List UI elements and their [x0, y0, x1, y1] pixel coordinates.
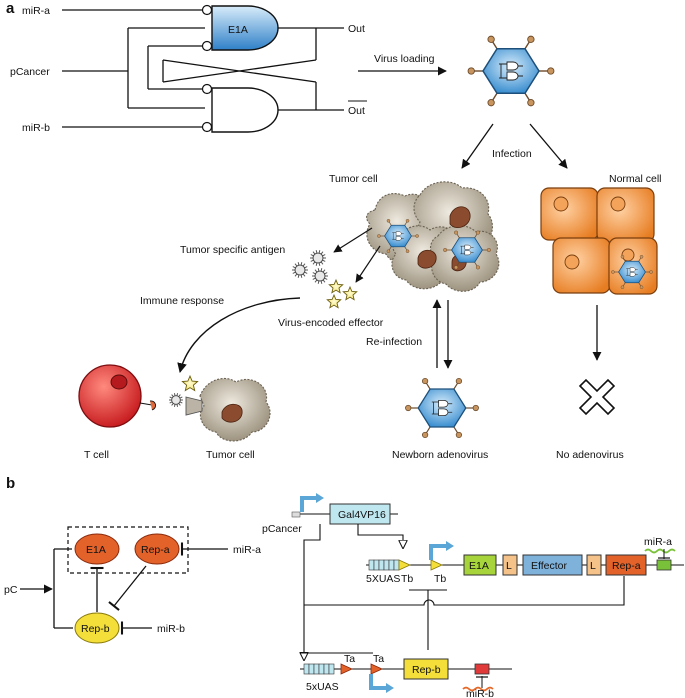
uas-repeat: [378, 559, 385, 571]
bottom-mir-b: miR-b: [466, 688, 494, 698]
uas-repeat: [373, 559, 380, 571]
t-cell-label: T cell: [84, 449, 109, 461]
effector-stars: [326, 278, 358, 309]
t-cell: [78, 364, 157, 428]
newborn-label: Newborn adenovirus: [392, 449, 488, 461]
uas-repeat: [328, 663, 335, 675]
normal-nuclei: [553, 196, 635, 270]
normal-cell-label: Normal cell: [609, 173, 662, 185]
inverter-bubbles: [201, 4, 213, 133]
effector-label: Effector: [531, 560, 567, 572]
construct-connectors: [300, 524, 625, 660]
t-cell-antigen: [169, 393, 183, 407]
gal4-label: Gal4VP16: [338, 509, 386, 521]
regulatory-circuit: E1A Rep-a Rep-b miR-a miR-b pC: [4, 526, 261, 644]
output-out: Out: [348, 23, 365, 35]
virus-in-tumor-1: [377, 219, 419, 253]
uas-repeat: [308, 663, 315, 675]
and-gate-bottom: [211, 87, 279, 133]
top-rep-a: Rep-a: [612, 560, 641, 572]
uas-repeat: [318, 663, 325, 675]
ta-1: Ta: [344, 653, 355, 665]
tumor-cell-bottom: [185, 378, 271, 442]
antigen-particle: [310, 250, 326, 266]
uas-repeat: [368, 559, 375, 571]
infection-label: Infection: [492, 148, 532, 160]
panel-b-letter: b: [6, 475, 15, 492]
tumor-cell-label: Tumor cell: [329, 173, 378, 185]
tumor-antigens: [292, 250, 328, 284]
virus-hexagon: [405, 377, 479, 439]
antigen-particle: [169, 393, 183, 407]
output-out-bar: Out: [348, 105, 365, 117]
immune-response-arrow: [177, 297, 301, 373]
no-adenovirus-x: [575, 378, 619, 425]
uas-top-label: 5XUAS: [366, 573, 400, 585]
uas-bottom-label: 5xUAS: [306, 681, 339, 693]
effector-star: [328, 278, 344, 294]
uas-repeat: [313, 663, 320, 675]
and-gate-top: E1A: [211, 5, 279, 51]
construct-gal4: Gal4VP16 pCancer: [262, 493, 398, 535]
top-e1a: E1A: [469, 560, 489, 572]
virus-hexagon: [467, 35, 555, 107]
effector-star: [181, 374, 199, 392]
logic-circuit: [62, 9, 344, 128]
tb-2: Tb: [434, 573, 446, 585]
linker-2: L: [590, 560, 596, 572]
circuit-rep-b: Rep-b: [81, 623, 110, 635]
tumor-cell-bottom-label: Tumor cell: [206, 449, 255, 461]
virus-hexagon: [377, 219, 419, 253]
tumor-antigen-label: Tumor specific antigen: [180, 244, 285, 256]
uas-repeat: [323, 663, 330, 675]
construct-top: E1A L Effector L Rep-a 5XUAS Tb Tb miR-a: [366, 536, 684, 585]
pcancer-label: pCancer: [262, 523, 302, 535]
t-cell-effector-star: [181, 374, 199, 392]
effector-arrow: [355, 245, 381, 283]
virus-in-tumor-2: [443, 230, 491, 270]
circuit-pc: pC: [4, 584, 18, 596]
construct-bottom: Rep-b 5xUAS Ta Ta miR-b: [300, 653, 512, 698]
circuit-mir-a: miR-a: [233, 544, 261, 556]
antigen-particle: [292, 262, 308, 278]
circuit-rep-a: Rep-a: [141, 544, 170, 556]
virus-loading-label: Virus loading: [374, 53, 435, 65]
input-mir-a: miR-a: [22, 5, 50, 17]
virus-effector-label: Virus-encoded effector: [278, 317, 384, 329]
ta-2: Ta: [373, 653, 384, 665]
antigen-arrow: [333, 227, 373, 253]
top-mir-a: miR-a: [644, 536, 672, 548]
bottom-rep-b: Rep-b: [412, 664, 441, 676]
input-mir-b: miR-b: [22, 122, 50, 134]
effector-star: [326, 293, 342, 309]
uas-repeat: [303, 663, 310, 675]
panel-a-letter: a: [6, 0, 15, 17]
virus-hexagon: [443, 230, 491, 270]
antigen-particle: [312, 268, 328, 284]
virus-hexagon: [611, 255, 653, 289]
adenovirus-loaded: [467, 35, 555, 107]
linker-1: L: [506, 560, 512, 572]
infection-arrow-normal: [529, 123, 568, 169]
input-pcancer: pCancer: [10, 66, 50, 78]
tb-1: Tb: [401, 573, 413, 585]
effector-star: [342, 285, 358, 301]
circuit-mir-b: miR-b: [157, 623, 185, 635]
immune-response-label: Immune response: [140, 295, 224, 307]
uas-repeat: [383, 559, 390, 571]
infection-arrow-tumor: [461, 123, 494, 169]
newborn-adenovirus: [405, 377, 479, 439]
gate-label-e1a: E1A: [228, 24, 248, 36]
circuit-e1a: E1A: [86, 544, 106, 556]
uas-repeat: [388, 559, 395, 571]
no-adenovirus-label: No adenovirus: [556, 449, 624, 461]
uas-repeat: [393, 559, 400, 571]
reinfection-label: Re-infection: [366, 336, 422, 348]
virus-in-normal-cell: [611, 255, 653, 289]
